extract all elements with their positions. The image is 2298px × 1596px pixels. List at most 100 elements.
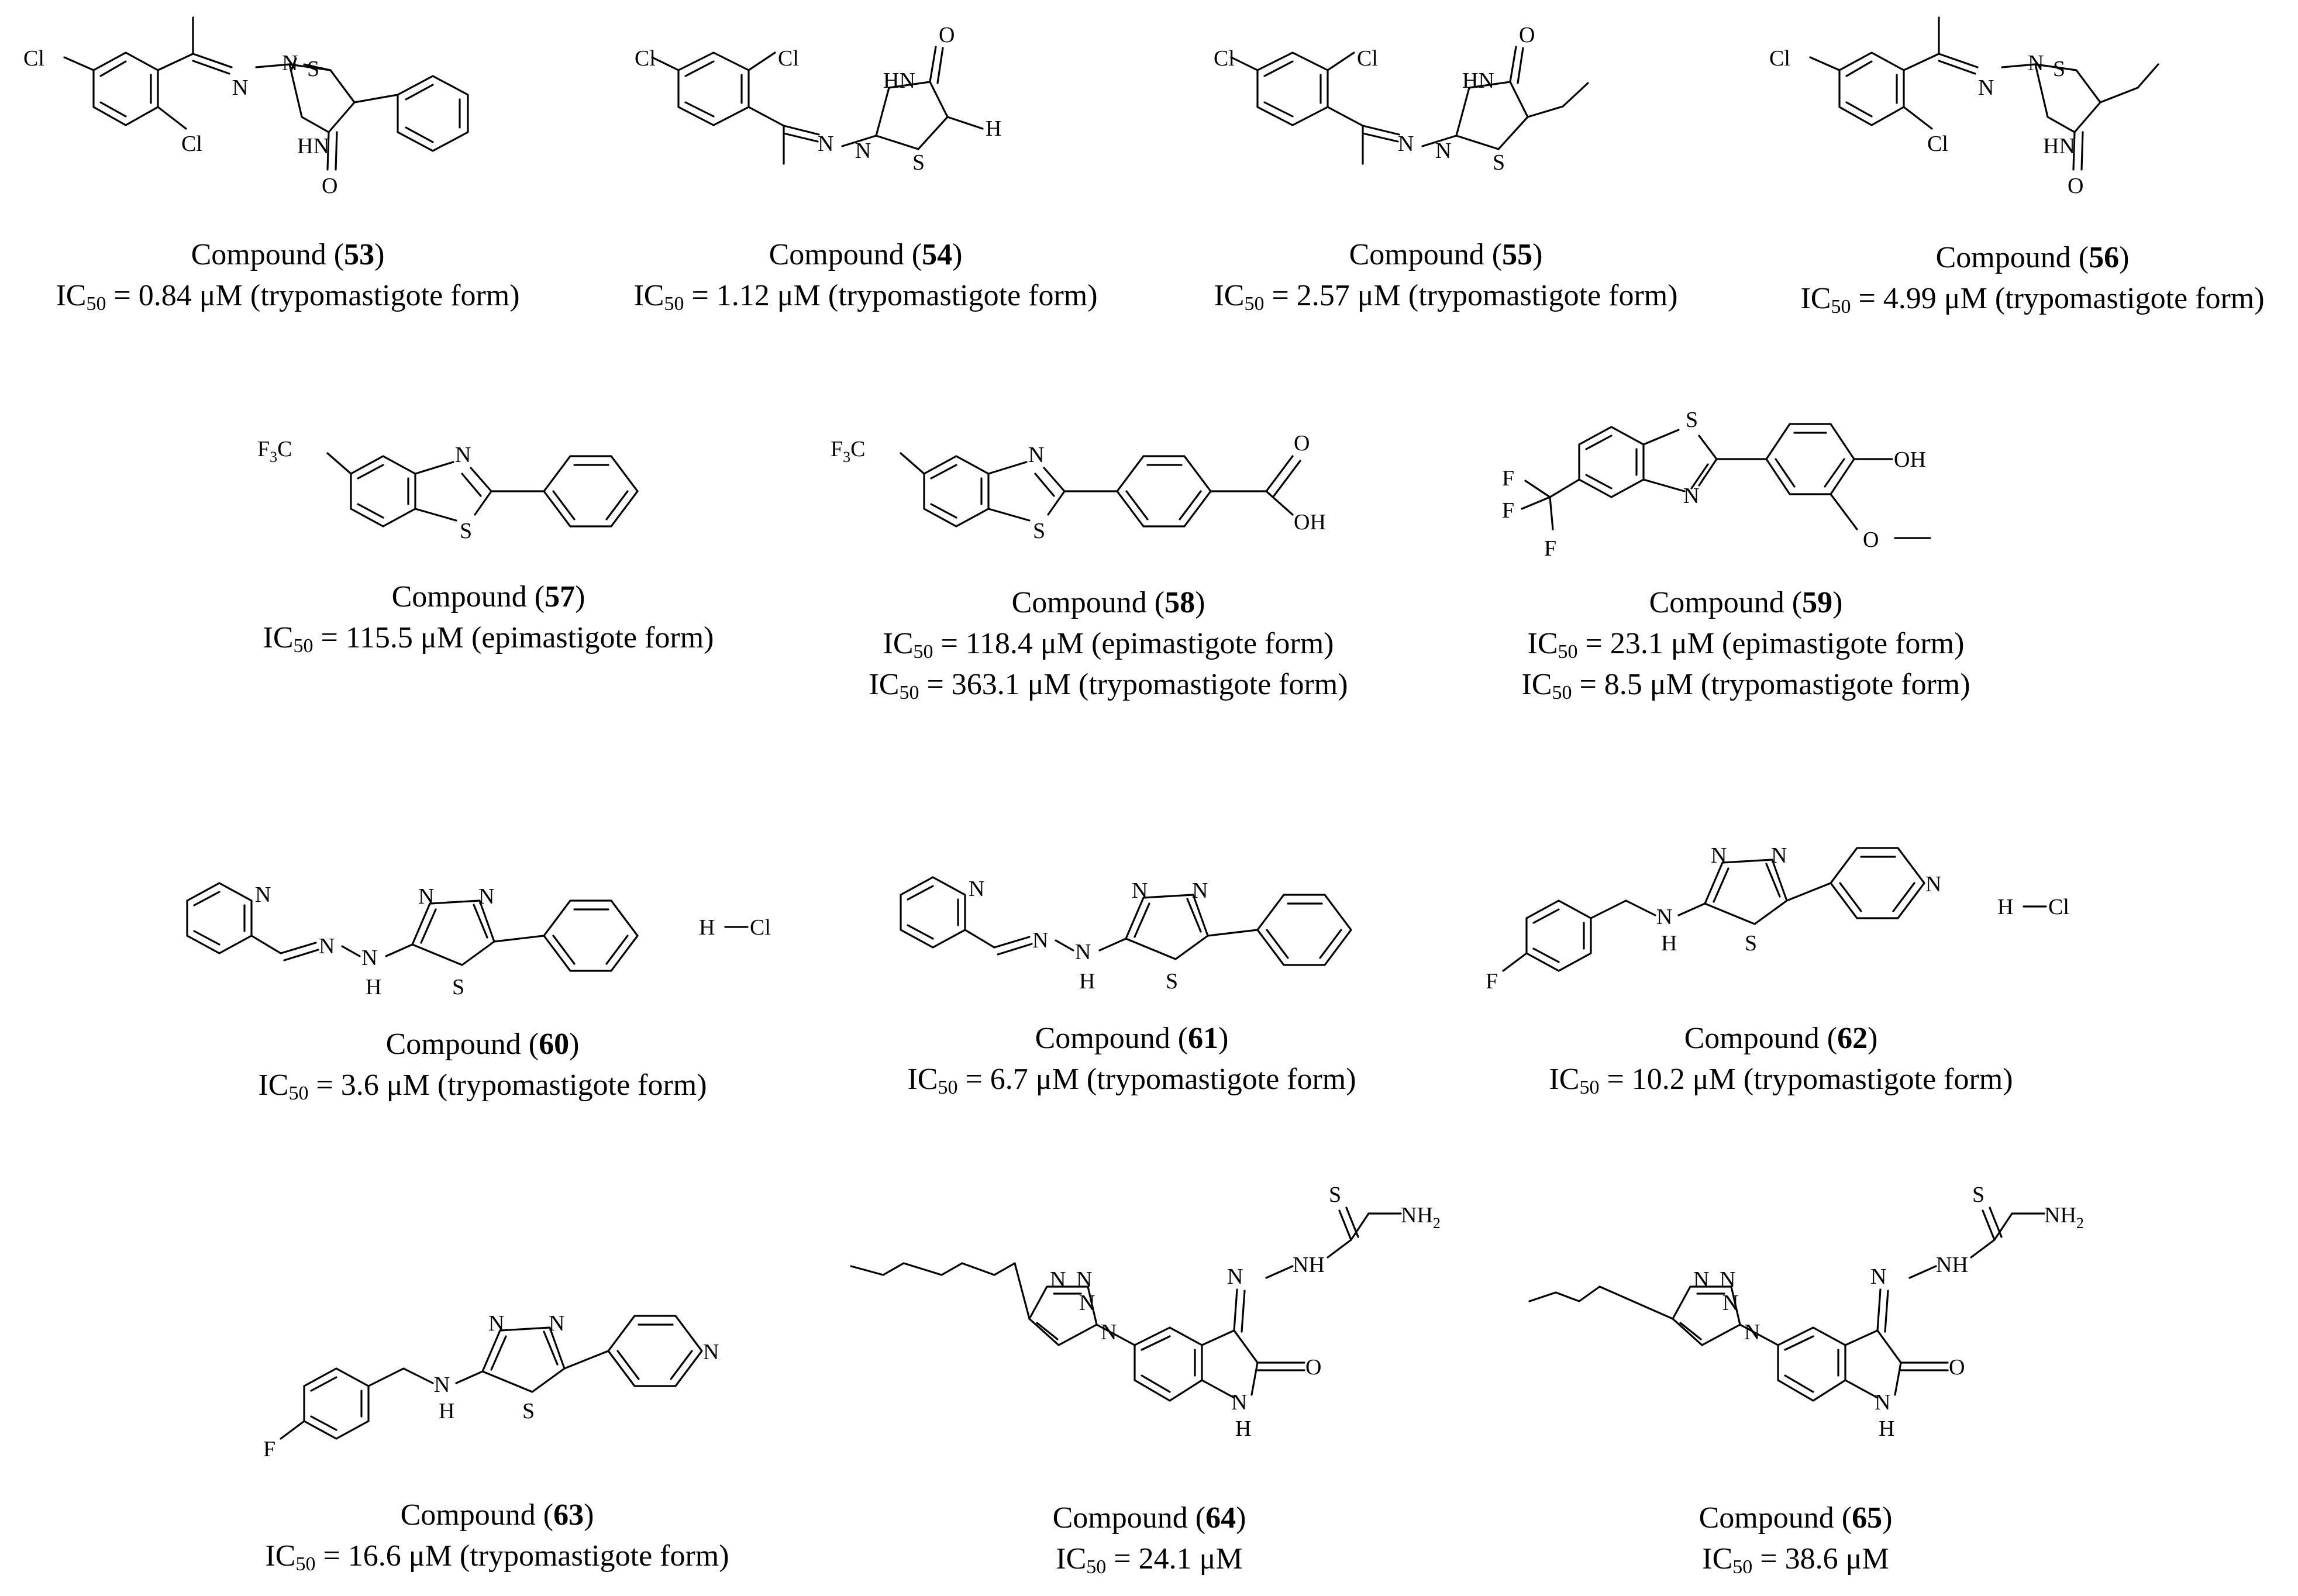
svg-text:S: S	[460, 519, 472, 543]
svg-text:N: N	[1722, 1291, 1738, 1315]
svg-text:N: N	[1192, 878, 1208, 903]
svg-text:H: H	[1235, 1416, 1251, 1441]
ic50-sub: 50	[288, 1083, 309, 1104]
ic50-label: IC	[633, 279, 664, 312]
svg-text:S: S	[1033, 519, 1045, 543]
svg-text:S: S	[452, 975, 464, 999]
svg-text:N: N	[1744, 1320, 1760, 1345]
compound-id: 57	[545, 580, 576, 613]
svg-text:O: O	[322, 174, 337, 198]
svg-text:N: N	[1693, 1267, 1709, 1292]
compound-word: Compound	[1935, 241, 2071, 274]
svg-text:N: N	[855, 139, 871, 163]
svg-text:F: F	[1544, 536, 1556, 561]
activity-value: = 38.6 μM	[1760, 1542, 1889, 1576]
compound-title: Compound (62)	[1684, 1022, 1878, 1055]
svg-text:N: N	[1076, 1267, 1092, 1292]
svg-text:N: N	[455, 443, 471, 467]
svg-text:N: N	[1132, 878, 1148, 903]
compound-word: Compound	[1649, 586, 1784, 619]
ic50-sub: 50	[293, 635, 313, 657]
ic50-sub: 50	[1552, 682, 1572, 704]
caption-58: Compound (58) IC50 = 118.4 μM (epimastig…	[869, 586, 1348, 703]
ic50-line: IC50 = 6.7 μM (trypomastigote form)	[907, 1063, 1356, 1098]
svg-text:O: O	[2068, 174, 2083, 198]
ic50-label: IC	[1214, 279, 1245, 312]
activity-value: = 2.57 μM (trypomastigote form)	[1272, 279, 1678, 312]
svg-text:N: N	[1656, 905, 1672, 929]
svg-text:N: N	[1101, 1320, 1117, 1345]
svg-text:H: H	[366, 975, 381, 999]
compound-word: Compound	[385, 1028, 521, 1061]
compound-word: Compound	[1052, 1501, 1188, 1535]
compound-title: Compound (55)	[1349, 238, 1543, 271]
compound-title: Compound (59)	[1649, 586, 1843, 619]
ic50-label: IC	[1527, 627, 1558, 660]
structure-63: F N H N N S N	[263, 1311, 719, 1461]
svg-text:Cl: Cl	[778, 46, 799, 71]
svg-text:N: N	[478, 884, 494, 909]
ic50-line: IC50 = 118.4 μM (epimastigote form)	[869, 627, 1348, 662]
structure-61: N N N H N N S	[900, 876, 1352, 994]
compound-id: 59	[1802, 586, 1833, 619]
ic50-sub: 50	[1831, 296, 1851, 318]
structure-65: N N N N N NH S NH2 O N H	[1528, 1183, 2084, 1441]
structure-62: F N H N N S N H Cl	[1486, 843, 2069, 994]
caption-59: Compound (59) IC50 = 23.1 μM (epimastigo…	[1521, 586, 1970, 703]
compound-word: Compound	[400, 1498, 536, 1532]
svg-text:N: N	[2028, 51, 2044, 75]
svg-text:N: N	[1075, 940, 1091, 964]
ic50-label: IC	[265, 1539, 296, 1573]
svg-text:HN: HN	[883, 68, 915, 93]
ic50-line: IC50 = 2.57 μM (trypomastigote form)	[1214, 279, 1678, 314]
compound-word: Compound	[769, 238, 904, 271]
ic50-label: IC	[907, 1063, 938, 1096]
svg-text:N: N	[434, 1373, 450, 1397]
structure-57: F3C N S	[257, 437, 639, 543]
compound-word: Compound	[1349, 238, 1484, 271]
ic50-line: IC50 = 38.6 μM	[1699, 1542, 1893, 1577]
activity-value: = 118.4 μM (epimastigote form)	[940, 627, 1334, 660]
caption-61: Compound (61) IC50 = 6.7 μM (trypomastig…	[907, 1022, 1356, 1098]
ic50-line: IC50 = 0.84 μM (trypomastigote form)	[56, 279, 520, 314]
svg-text:S: S	[912, 150, 925, 175]
svg-text:N: N	[1711, 843, 1727, 868]
compound-title: Compound (54)	[769, 238, 963, 271]
svg-text:F3C: F3C	[257, 437, 292, 466]
ic50-line: IC50 = 3.6 μM (trypomastigote form)	[258, 1070, 707, 1104]
ic50-line: IC50 = 363.1 μM (trypomastigote form)	[869, 668, 1348, 703]
activity-value: = 24.1 μM	[1114, 1542, 1243, 1576]
svg-text:N: N	[418, 884, 434, 909]
svg-text:O: O	[1294, 431, 1310, 456]
activity-value: = 6.7 μM (trypomastigote form)	[965, 1063, 1356, 1096]
activity-value: = 0.84 μM (trypomastigote form)	[113, 279, 520, 312]
ic50-sub: 50	[1244, 293, 1265, 315]
ic50-label: IC	[869, 668, 900, 701]
compound-title: Compound (58)	[1011, 586, 1205, 619]
activity-value: = 23.1 μM (epimastigote form)	[1585, 627, 1965, 660]
svg-text:N: N	[1683, 484, 1699, 508]
caption-62: Compound (62) IC50 = 10.2 μM (trypomasti…	[1549, 1022, 2013, 1098]
svg-text:F: F	[1502, 466, 1514, 491]
ic50-line: IC50 = 24.1 μM	[1053, 1542, 1246, 1577]
ic50-label: IC	[1521, 668, 1552, 701]
svg-text:N: N	[1398, 132, 1414, 156]
ic50-line: IC50 = 10.2 μM (trypomastigote form)	[1549, 1064, 2013, 1098]
structure-58: F3C N S O OH	[831, 431, 1326, 543]
svg-text:N: N	[1050, 1267, 1066, 1292]
ic50-sub: 50	[938, 1077, 958, 1098]
svg-text:N: N	[282, 51, 298, 75]
compound-id: 55	[1502, 238, 1533, 271]
svg-text:N: N	[255, 883, 271, 907]
ic50-sub: 50	[295, 1553, 316, 1575]
svg-text:NH: NH	[1293, 1253, 1325, 1277]
svg-text:N: N	[1231, 1390, 1247, 1415]
activity-value: = 115.5 μM (epimastigote form)	[321, 621, 714, 654]
svg-text:F: F	[263, 1437, 275, 1461]
svg-text:O: O	[1949, 1355, 1965, 1380]
svg-text:S: S	[1745, 931, 1757, 956]
svg-text:H: H	[1079, 969, 1095, 994]
svg-text:N: N	[361, 946, 377, 970]
svg-text:Cl: Cl	[1214, 46, 1235, 71]
compound-title: Compound (61)	[1035, 1022, 1229, 1055]
